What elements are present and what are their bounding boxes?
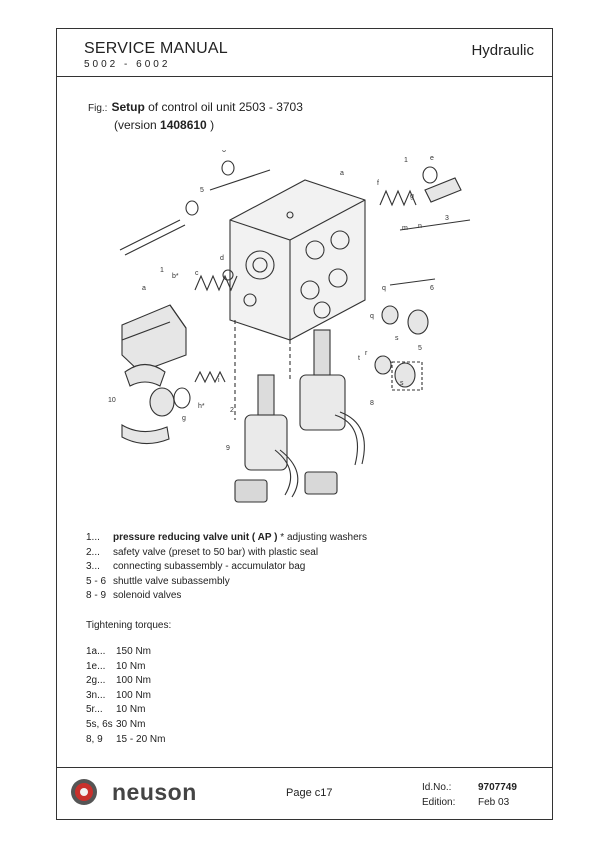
svg-text:g: g xyxy=(410,193,414,200)
legend-text: connecting subassembly - accumulator bag xyxy=(113,561,306,573)
torque-row: 5r... 10 Nm xyxy=(86,703,165,718)
svg-text:8: 8 xyxy=(370,400,374,407)
header-divider xyxy=(56,76,553,77)
torque-key: 8, 9 xyxy=(86,733,103,745)
torque-value: 10 Nm xyxy=(116,704,146,716)
torque-list: 1a... 150 Nm 1e... 10 Nm 2g... 100 Nm 3n...… xyxy=(86,645,165,747)
model-range: 5002 - 6002 xyxy=(84,59,171,70)
torque-key: 1a... xyxy=(86,646,106,657)
svg-text:i: i xyxy=(218,377,220,384)
svg-text:1: 1 xyxy=(160,267,164,274)
torque-row: 2g... 100 Nm xyxy=(86,674,165,689)
svg-text:d: d xyxy=(220,255,224,262)
svg-text:9: 9 xyxy=(226,445,230,452)
edition-label: Edition: xyxy=(422,797,456,808)
svg-text:b*: b* xyxy=(172,273,179,280)
svg-text:6: 6 xyxy=(430,285,434,292)
torque-row: 8, 9 15 - 20 Nm xyxy=(86,733,165,748)
svg-text:6: 6 xyxy=(222,150,226,154)
torque-key: 1e... xyxy=(86,660,106,672)
svg-text:r: r xyxy=(365,350,368,357)
brand-name: neuson xyxy=(112,778,197,805)
legend-text: solenoid valves xyxy=(113,590,182,602)
svg-text:s: s xyxy=(395,335,399,342)
legend-text: * adjusting washers xyxy=(277,532,367,543)
svg-text:3: 3 xyxy=(445,215,449,222)
svg-text:t: t xyxy=(358,355,360,362)
svg-text:c: c xyxy=(195,270,199,277)
neuson-emblem-icon xyxy=(71,779,97,805)
torque-value: 15 - 20 Nm xyxy=(116,733,166,745)
svg-text:m: m xyxy=(402,225,408,232)
legend-item: 5 - 6 shuttle valve subassembly xyxy=(86,575,367,590)
svg-text:f: f xyxy=(377,180,379,187)
torque-key: 2g... xyxy=(86,675,106,687)
torque-value: 10 Nm xyxy=(116,660,146,672)
page-frame xyxy=(56,28,553,820)
torque-row: 1a... 150 Nm xyxy=(86,645,165,660)
torques-heading: Tightening torques: xyxy=(86,620,172,631)
legend-item: 1...pressure reducing valve unit ( AP ) … xyxy=(86,531,367,546)
torque-value: 100 Nm xyxy=(116,675,152,687)
legend-number: 2... xyxy=(86,546,100,558)
svg-text:n: n xyxy=(418,223,422,230)
legend-number: 1... xyxy=(86,532,100,543)
version-close: ) xyxy=(206,118,215,132)
page-number: Page c17 xyxy=(286,787,333,799)
svg-text:2: 2 xyxy=(230,407,234,414)
footer-divider xyxy=(56,767,553,768)
svg-text:5: 5 xyxy=(418,345,422,352)
svg-text:e: e xyxy=(430,155,434,162)
version-number: 1408610 xyxy=(160,118,207,132)
id-label: Id.No.: xyxy=(422,782,452,793)
legend-number: 5 - 6 xyxy=(86,575,107,587)
legend-text: shuttle valve subassembly xyxy=(113,575,230,587)
legend-text: safety valve (preset to 50 bar) with pla… xyxy=(113,546,319,558)
legend-number: 3... xyxy=(86,561,100,573)
caption-bold: Setup xyxy=(111,100,145,114)
brand-logo: neuson xyxy=(70,778,197,806)
parts-legend: 1...pressure reducing valve unit ( AP ) … xyxy=(86,531,367,604)
torque-key: 5s, 6s xyxy=(86,718,113,730)
torque-row: 3n... 100 Nm xyxy=(86,689,165,704)
svg-text:s: s xyxy=(400,380,404,387)
torque-value: 100 Nm xyxy=(116,689,152,701)
caption-text: of control oil unit 2503 - 3703 xyxy=(144,100,303,114)
exploded-view-drawing: 1 a b* c d 6 5 a 1 e f g m n 3 6 q s s r 5 10 h* g 2 i 9 8… xyxy=(108,150,471,503)
svg-text:5: 5 xyxy=(200,187,204,194)
svg-text:q: q xyxy=(370,313,374,320)
edition-value: Feb 03 xyxy=(478,797,510,808)
legend-item: 3... connecting subassembly - accumulator… xyxy=(86,560,367,575)
svg-text:10: 10 xyxy=(108,397,116,404)
svg-text:q: q xyxy=(382,285,386,292)
svg-text:g: g xyxy=(182,415,186,422)
torque-value: 30 Nm xyxy=(116,718,146,730)
legend-item: 2... safety valve (preset to 50 bar) with… xyxy=(86,546,367,561)
legend-number: 8 - 9 xyxy=(86,590,107,602)
figure-caption: Fig.:Setup of control oil unit 2503 - 37… xyxy=(88,99,303,133)
legend-item: 8 - 9 solenoid valves xyxy=(86,589,367,604)
manual-title: SERVICE MANUAL xyxy=(84,40,228,57)
torque-row: 1e... 10 Nm xyxy=(86,660,165,675)
section-name: Hydraulic xyxy=(471,42,534,59)
figure-prefix: Fig.: xyxy=(88,103,108,114)
torque-key: 5r... xyxy=(86,704,103,716)
document-info: Id.No.: 9707749 Edition: Feb 03 xyxy=(422,780,517,810)
torque-key: 3n... xyxy=(86,689,106,701)
legend-bold-text: pressure reducing valve unit ( AP ) xyxy=(113,532,278,543)
svg-text:1: 1 xyxy=(404,157,408,164)
svg-text:a: a xyxy=(340,170,344,177)
svg-text:h*: h* xyxy=(198,403,205,410)
torque-value: 150 Nm xyxy=(116,646,152,657)
version-open: (version xyxy=(114,118,161,132)
id-value: 9707749 xyxy=(478,782,517,793)
svg-text:a: a xyxy=(142,285,146,292)
